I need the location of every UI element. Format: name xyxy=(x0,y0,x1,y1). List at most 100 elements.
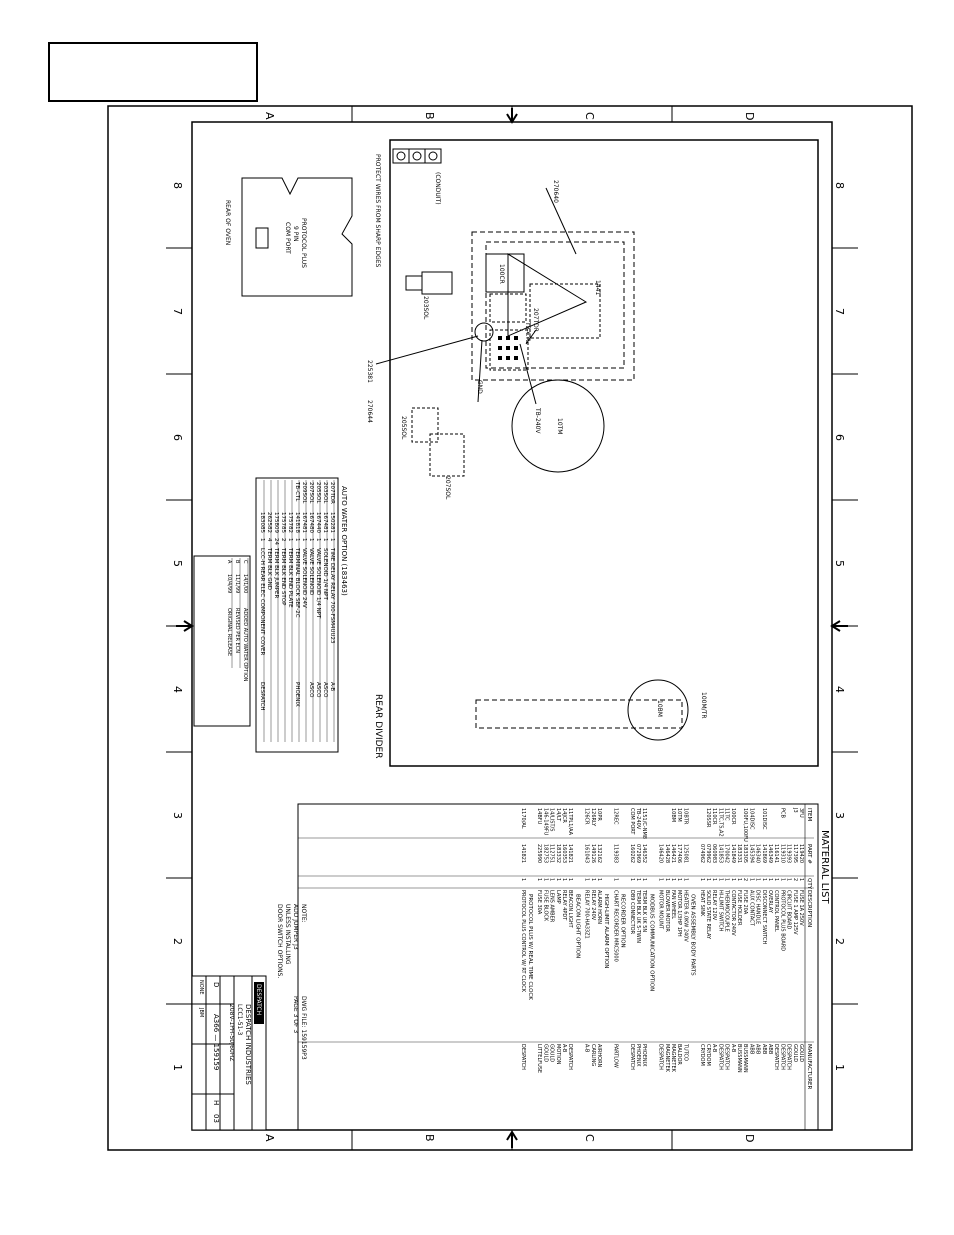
material-list-cell: PHOENIX xyxy=(641,1044,647,1067)
material-list-cell: BUSSMANN xyxy=(742,1044,748,1073)
auto-water-row-cell: TERM BLK END STOP xyxy=(280,547,286,606)
material-list-cell: LENS AMBER xyxy=(549,890,555,923)
protocol-port-line-2: 9 PIN xyxy=(292,226,299,242)
material-list-cell: AIRHORN xyxy=(596,1044,602,1068)
solenoid-205sol xyxy=(411,407,439,443)
rear-of-oven-outline xyxy=(241,177,353,297)
auto-water-row-cell: 1 xyxy=(259,538,265,542)
auto-water-row-cell: 209SOL xyxy=(301,482,307,504)
material-list-cell: DESPATCH xyxy=(520,1044,526,1070)
material-list-cell: 1 xyxy=(555,878,561,881)
material-list-cell: 170042 xyxy=(724,844,730,863)
material-list-cell: ALARM HORN xyxy=(596,890,602,924)
auto-water-row-cell: LCC-H REAR ELEC COMPONENT COVER xyxy=(259,548,265,656)
auto-water-row-cell: 4 xyxy=(266,538,272,542)
auto-water-row-cell: 203SOL xyxy=(322,482,328,504)
auto-water-row-cell: 175809 xyxy=(273,512,279,533)
material-list-cell: 1 xyxy=(567,878,573,881)
auto-water-frame xyxy=(255,477,339,753)
title-sheet: 03 xyxy=(212,1114,220,1123)
title-desc: 208V-1PH-50/60HZ xyxy=(228,1004,235,1061)
material-list-cell: 060983 xyxy=(711,844,717,863)
material-list-cell: TB-240V xyxy=(635,807,641,830)
auto-water-row-cell: 1 xyxy=(329,538,335,542)
material-list-cell: 225990 xyxy=(536,844,542,863)
material-list-cell: A-B xyxy=(711,1044,717,1053)
material-list-cell: GOULD xyxy=(798,1044,804,1062)
material-list-cell: 1151/C-NM8 xyxy=(641,808,647,839)
auto-water-table: AUTO WATER OPTION (183463)207TDR1502811T… xyxy=(255,477,348,753)
material-list-cell: RELAY 700-HA33Z1 xyxy=(584,890,590,939)
material-list-header: QTY xyxy=(806,878,812,890)
material-list-frame xyxy=(297,803,819,1131)
material-list-cell: 1 xyxy=(612,878,618,881)
material-list-section-title: HIGH-LIMIT ALARM OPTION xyxy=(603,894,609,968)
auto-water-row-cell: TIME DELAY RELAY 700-FSM4UU23 xyxy=(329,547,335,644)
material-list-cell: TERM BLK UK 5-TWIN xyxy=(635,889,641,943)
material-list-cell: 132162 xyxy=(596,844,602,863)
material-list-cell: 1 xyxy=(549,878,555,881)
material-list-cell: GOULD xyxy=(549,1044,555,1062)
material-list-cell: 10PR xyxy=(596,808,602,821)
protocol-port-line-1: PROTOCOL PLUS xyxy=(300,218,307,268)
material-list-cell: 1170/AL xyxy=(520,808,526,829)
zone-row-left-7: 7 xyxy=(171,308,184,315)
title-logo: DESPATCH xyxy=(255,984,262,1015)
drawing-sheet: A B C D A B C D 8 7 6 5 4 3 2 1 8 7 6 5 … xyxy=(107,105,913,1151)
material-list-cell: 3FU xyxy=(798,808,804,818)
auto-water-row-cell: 167481 xyxy=(301,512,307,533)
material-list-cell: 1 xyxy=(736,878,742,881)
material-list-cell: FAN WHEEL xyxy=(670,890,676,919)
material-list-cell: HI-LIMIT SWITCH xyxy=(717,890,723,932)
material-list-cell: 112751 xyxy=(549,844,555,863)
material-list-cell: 11TC xyxy=(724,808,730,821)
material-list-cell: 119393 xyxy=(786,844,792,863)
material-list-cell: FUSE 20A xyxy=(742,890,748,915)
material-list-cell: 1 xyxy=(590,878,596,881)
callout-gnd: GND xyxy=(476,380,483,394)
material-list-cell: FUSE 1 AMP 125V xyxy=(792,890,798,935)
rear-divider-panel xyxy=(389,139,819,767)
center-arrow-right xyxy=(830,620,848,632)
material-list-cell: ABB xyxy=(748,1044,754,1055)
material-list-cell: 141853 xyxy=(717,844,723,863)
material-list-cell: 1 xyxy=(682,878,688,881)
auto-water-row-cell: VALVE SOLENOID 24V xyxy=(301,548,307,608)
material-list-cell: ABB xyxy=(755,1044,761,1055)
material-list-cell: FUSE 1A 250V xyxy=(798,890,804,926)
material-list-cell: DESPATCH xyxy=(629,1044,635,1070)
material-list-cell: 1 xyxy=(767,878,773,881)
material-list-cell: 146352 xyxy=(641,844,647,863)
revision-row-cell: ADDED AUTO WATER OPTION xyxy=(242,608,248,682)
center-arrow-top xyxy=(506,108,518,124)
zone-col-top-d: D xyxy=(743,112,756,120)
auto-water-row-cell: TERM BLK GND xyxy=(266,547,272,590)
auto-water-row-cell: 1 xyxy=(315,538,321,542)
knockouts xyxy=(392,148,442,164)
material-list-cell: 126RLY xyxy=(590,808,596,827)
material-list-section-title: OVEN ASSEMBLY BODY PARTS xyxy=(690,894,696,976)
auto-water-row-cell: 1 xyxy=(287,538,293,542)
material-list-cell: RELAY 120V xyxy=(711,890,717,921)
callout-labels: 270640 207TDR TB-CTL 1441 225381 270644 … xyxy=(366,180,601,434)
material-list-cell: 11TC,TS,A2 xyxy=(717,808,723,837)
material-list-cell: 1 xyxy=(670,878,676,881)
material-list-cell: 2 xyxy=(792,878,798,881)
material-list-cell: DESPATCH xyxy=(724,1044,730,1070)
auto-water-row-cell: 141818 xyxy=(294,512,300,533)
material-list-cell: 1 xyxy=(779,878,785,881)
auto-water-row-cell: PHOENIX xyxy=(294,682,300,707)
material-list-cell: PROTOCOL PLUS CONTROL W/ RT CLOCK xyxy=(520,890,526,993)
material-list-cell: 079962 xyxy=(705,844,711,863)
auto-water-title: AUTO WATER OPTION (183463) xyxy=(340,486,348,596)
material-list-cell: PCB xyxy=(779,808,785,819)
auto-water-row-cell: TB-CTL xyxy=(294,481,300,502)
auto-water-row-cell: 205SOL xyxy=(315,482,321,504)
material-list-cell: GOULD xyxy=(792,1044,798,1062)
material-list-cell: 1 xyxy=(584,878,590,881)
material-list-cell: 125081 xyxy=(682,844,688,863)
material-list-cell: SOLID STATE RELAY xyxy=(705,890,711,940)
material-list-cell: MAGNETEK xyxy=(664,1044,670,1073)
material-list-section-title: RECORDER OPTION xyxy=(620,894,626,948)
zone-row-left-4: 4 xyxy=(171,686,184,693)
